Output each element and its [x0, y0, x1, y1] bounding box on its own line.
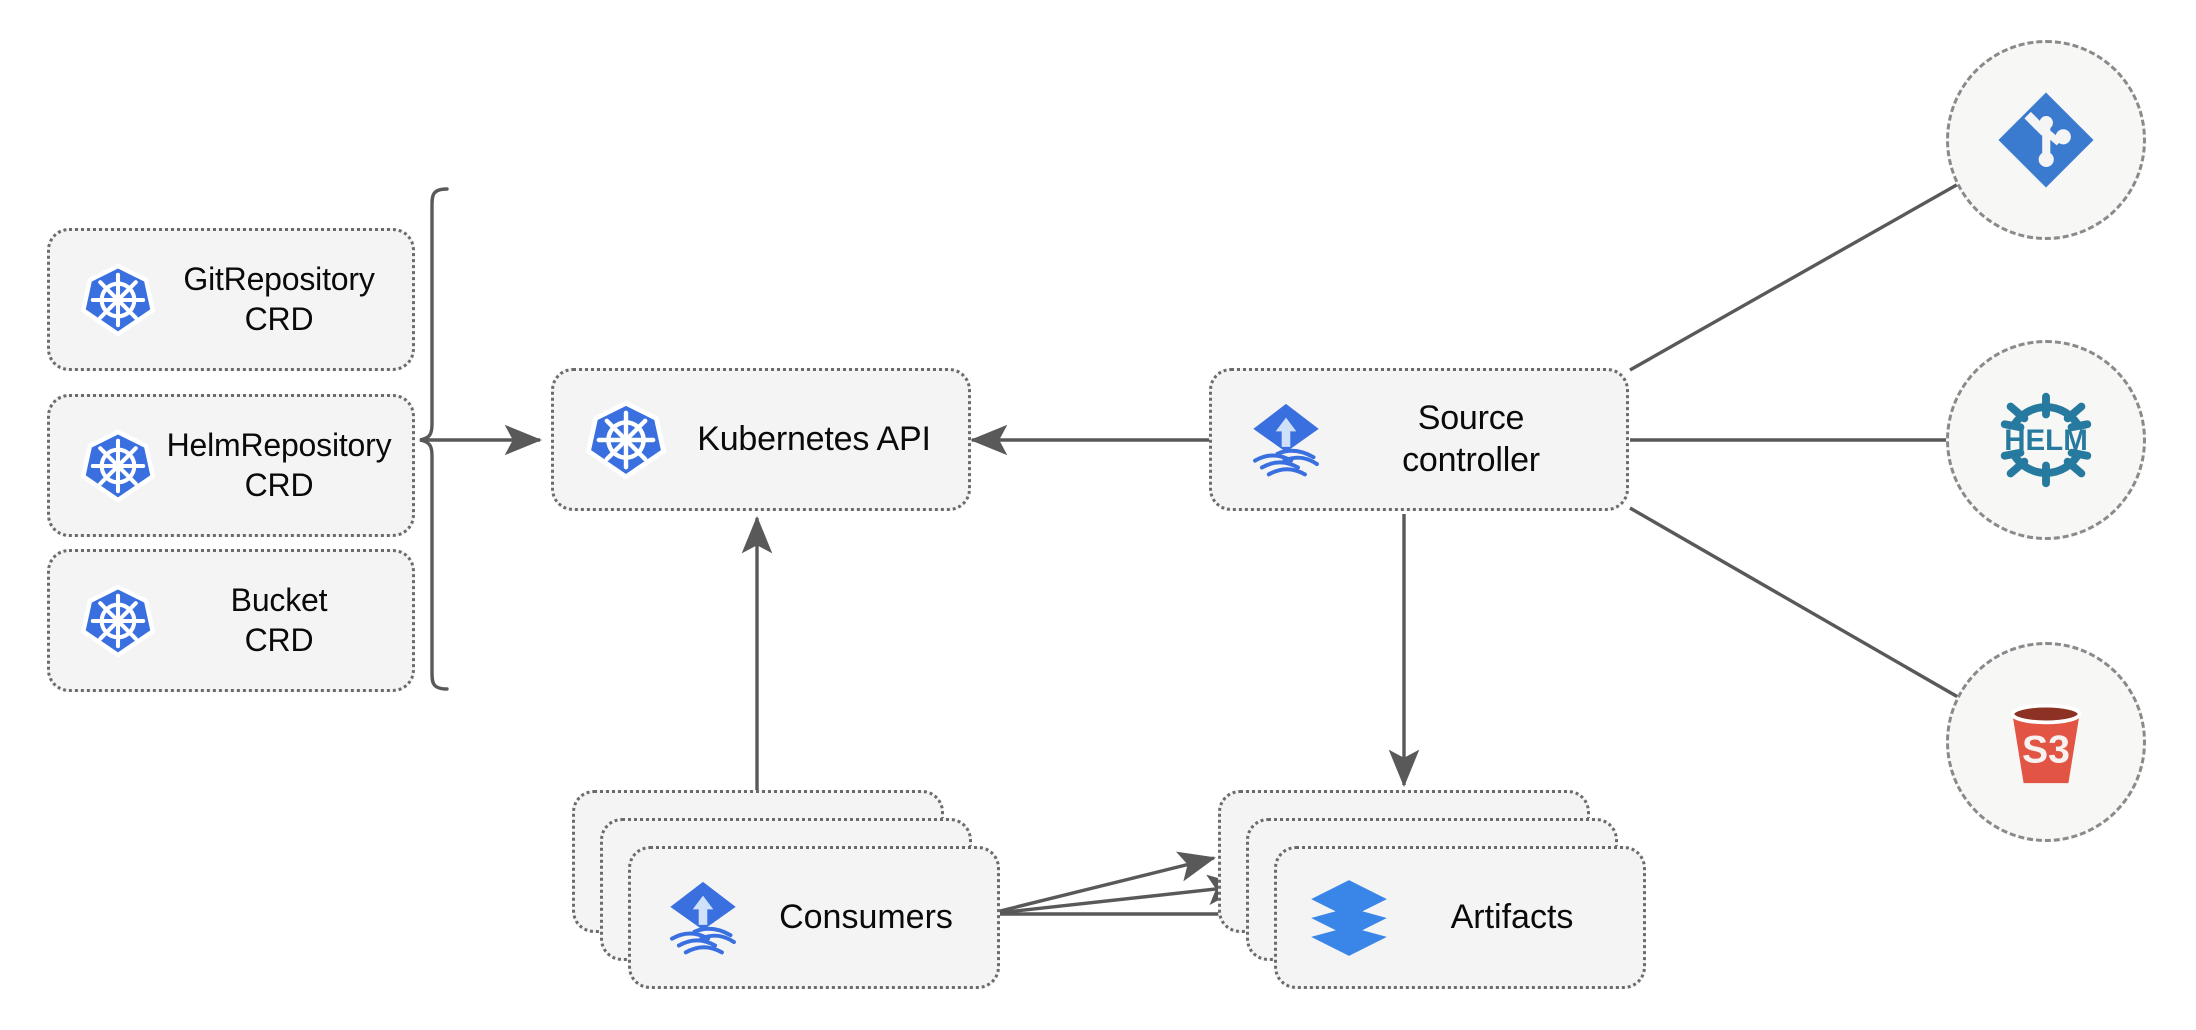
helm-label: HELM: [2004, 424, 2088, 457]
flux-icon: [1238, 397, 1334, 483]
crd-card-gitrepository[interactable]: GitRepository CRD: [47, 228, 415, 371]
external-helm[interactable]: HELM: [1946, 340, 2146, 540]
external-git[interactable]: [1946, 40, 2146, 240]
s3-label: S3: [2022, 729, 2070, 772]
node-label: Kubernetes API: [697, 419, 931, 458]
node-source-controller[interactable]: Source controller: [1209, 368, 1629, 511]
kubernetes-icon: [578, 400, 674, 480]
node-label: Artifacts: [1450, 898, 1574, 936]
node-artifacts[interactable]: Artifacts: [1218, 790, 1650, 995]
node-label: Source controller: [1402, 399, 1540, 479]
crd-card-helmrepository[interactable]: HelmRepository CRD: [47, 394, 415, 537]
crd-group-bracket: [419, 187, 449, 691]
node-label: Consumers: [779, 898, 953, 936]
crd-card-label: GitRepository CRD: [183, 261, 375, 337]
kubernetes-icon: [72, 429, 164, 503]
node-kubernetes-api[interactable]: Kubernetes API: [551, 368, 971, 511]
artifacts-stack-sheet-front[interactable]: Artifacts: [1274, 846, 1646, 989]
s3-icon: S3: [1990, 686, 2102, 798]
crd-card-bucket[interactable]: Bucket CRD: [47, 549, 415, 692]
helm-icon: HELM: [1987, 381, 2105, 499]
node-consumers[interactable]: Consumers: [572, 790, 1004, 995]
crd-card-label: HelmRepository CRD: [166, 427, 392, 503]
kubernetes-icon: [72, 584, 164, 658]
kubernetes-icon: [72, 263, 164, 337]
crd-card-label: Bucket CRD: [230, 582, 328, 658]
layers-icon: [1301, 875, 1397, 961]
flux-icon: [655, 875, 751, 961]
consumers-stack-sheet-front[interactable]: Consumers: [628, 846, 1000, 989]
git-icon: [1992, 86, 2100, 194]
external-s3[interactable]: S3: [1946, 642, 2146, 842]
